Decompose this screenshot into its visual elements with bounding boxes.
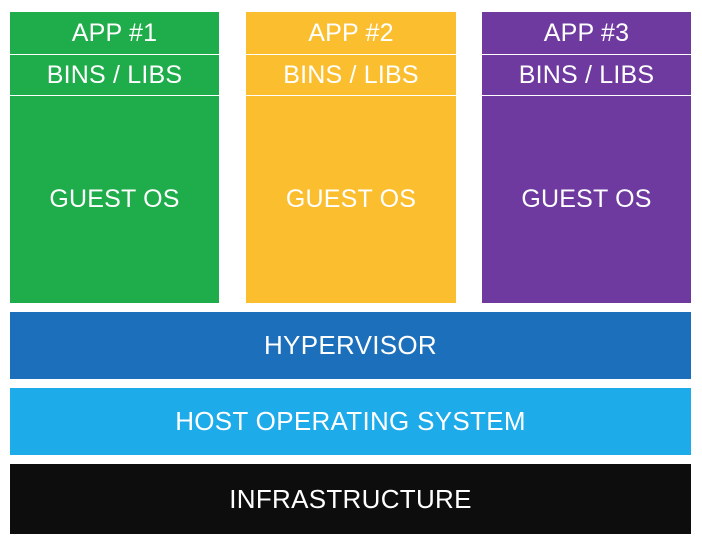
hypervisor-label: HYPERVISOR — [263, 330, 437, 360]
app-2-cell: APP #2 — [246, 12, 456, 54]
guest-os-1-cell: GUEST OS — [10, 96, 219, 303]
bins-libs-1-cell: BINS / LIBS — [10, 55, 219, 95]
hypervisor-layer: HYPERVISOR — [10, 312, 691, 379]
column-2-divider-bottom — [246, 95, 456, 96]
app-2-label: APP #2 — [308, 18, 394, 47]
bins-libs-3-label: BINS / LIBS — [518, 60, 655, 89]
app-1-cell: APP #1 — [10, 12, 219, 54]
guest-os-2-label: GUEST OS — [285, 185, 417, 213]
column-1-divider-bottom — [10, 95, 219, 96]
column-1-divider-top — [10, 54, 219, 55]
app-3-label: APP #3 — [543, 18, 630, 47]
column-2-divider-top — [246, 54, 456, 55]
host-os-label: HOST OPERATING SYSTEM — [175, 406, 526, 436]
host-os-layer: HOST OPERATING SYSTEM — [10, 388, 691, 455]
app-3-cell: APP #3 — [482, 12, 691, 54]
column-3-divider-bottom — [482, 95, 691, 96]
infrastructure-layer: INFRASTRUCTURE — [10, 464, 691, 534]
bins-libs-1-label: BINS / LIBS — [46, 60, 183, 89]
bins-libs-2-label: BINS / LIBS — [283, 60, 419, 89]
column-3-divider-top — [482, 54, 691, 55]
guest-os-3-label: GUEST OS — [521, 185, 652, 213]
guest-os-1-label: GUEST OS — [49, 185, 180, 213]
guest-os-2-cell: GUEST OS — [246, 96, 456, 303]
guest-os-3-cell: GUEST OS — [482, 96, 691, 303]
bins-libs-3-cell: BINS / LIBS — [482, 55, 691, 95]
app-1-label: APP #1 — [71, 18, 158, 47]
bins-libs-2-cell: BINS / LIBS — [246, 55, 456, 95]
infrastructure-label: INFRASTRUCTURE — [229, 483, 472, 514]
